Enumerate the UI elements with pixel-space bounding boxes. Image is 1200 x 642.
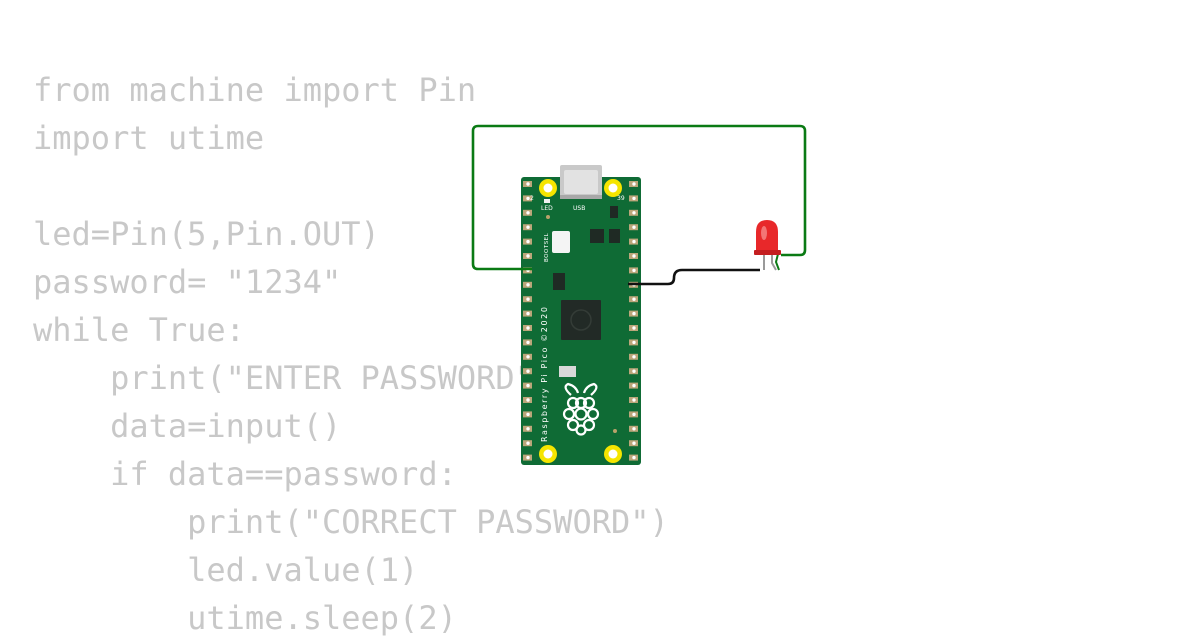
header-pin-hole — [632, 326, 636, 330]
code-line[interactable]: led.value(1) — [187, 551, 419, 589]
header-pin-hole — [632, 398, 636, 402]
header-pin-hole — [632, 182, 636, 186]
rp2040-chip — [561, 300, 601, 340]
code-line[interactable]: if data==password: — [110, 455, 457, 493]
header-pin-hole — [632, 225, 636, 229]
header-pin-hole — [632, 369, 636, 373]
bootsel-button[interactable] — [552, 231, 570, 253]
component — [590, 229, 604, 243]
header-pin-hole — [526, 225, 530, 229]
component — [553, 273, 565, 290]
header-pin-hole — [526, 383, 530, 388]
header-pin-hole — [526, 311, 530, 316]
raspberry-pi-pico-board[interactable]: LED USB 2 39 BOOTSEL Raspberry Pi Pico ©… — [521, 165, 641, 465]
test-point — [613, 429, 617, 433]
code-line[interactable]: while True: — [33, 311, 245, 349]
header-pin-hole — [632, 268, 636, 273]
header-pin-hole — [526, 412, 530, 417]
code-line[interactable]: print("CORRECT PASSWORD") — [187, 503, 669, 541]
label-usb: USB — [573, 205, 585, 212]
label-led: LED — [541, 205, 553, 212]
header-pin-hole — [526, 326, 530, 330]
test-point — [546, 215, 550, 219]
label-pin-39: 39 — [617, 195, 625, 202]
onboard-led — [544, 199, 550, 203]
header-pin-hole — [632, 355, 636, 359]
header-pin-hole — [526, 340, 530, 345]
header-pin-hole — [632, 211, 636, 215]
header-pin-hole — [632, 239, 636, 244]
code-line[interactable]: from machine import Pin — [33, 71, 477, 109]
header-pin-hole — [526, 398, 530, 402]
raspberry-pi-logo — [562, 382, 600, 436]
label-pin-2: 2 — [530, 195, 534, 202]
usb-connector — [560, 165, 602, 199]
header-pin-hole — [632, 297, 636, 301]
header-pin-hole — [526, 239, 530, 244]
code-line[interactable]: import utime — [33, 119, 265, 157]
header-pin-hole — [526, 283, 530, 287]
red-led[interactable] — [754, 220, 781, 271]
code-line[interactable]: led=Pin(5,Pin.OUT) — [33, 215, 380, 253]
header-pin-hole — [632, 412, 636, 417]
code-line[interactable]: password= "1234" — [33, 263, 342, 301]
header-pin-hole — [632, 383, 636, 388]
label-bootsel: BOOTSEL — [544, 232, 550, 262]
header-pin-hole — [632, 311, 636, 316]
flash-chip — [559, 366, 576, 377]
header-pin-hole — [526, 211, 530, 215]
header-pin-hole — [632, 196, 636, 201]
header-pin-hole — [632, 340, 636, 345]
header-pin-hole — [526, 455, 530, 460]
header-pin-hole — [526, 182, 530, 186]
header-pin-hole — [526, 254, 530, 258]
header-pin-hole — [632, 427, 636, 431]
header-pin-hole — [526, 355, 530, 359]
header-pin-hole — [632, 254, 636, 258]
component — [609, 229, 620, 243]
header-pin-hole — [526, 297, 530, 301]
header-pin-hole — [632, 441, 636, 445]
component — [610, 206, 618, 218]
code-line[interactable]: data=input() — [110, 407, 342, 445]
header-pin-hole — [632, 455, 636, 460]
board-silkscreen: Raspberry Pi Pico ©2020 — [540, 305, 549, 442]
header-pin-hole — [526, 196, 530, 201]
green-wire[interactable] — [471, 124, 807, 271]
header-pin-hole — [526, 441, 530, 445]
black-wire[interactable] — [628, 268, 760, 286]
header-pin-hole — [526, 427, 530, 431]
header-pin-hole — [526, 369, 530, 373]
